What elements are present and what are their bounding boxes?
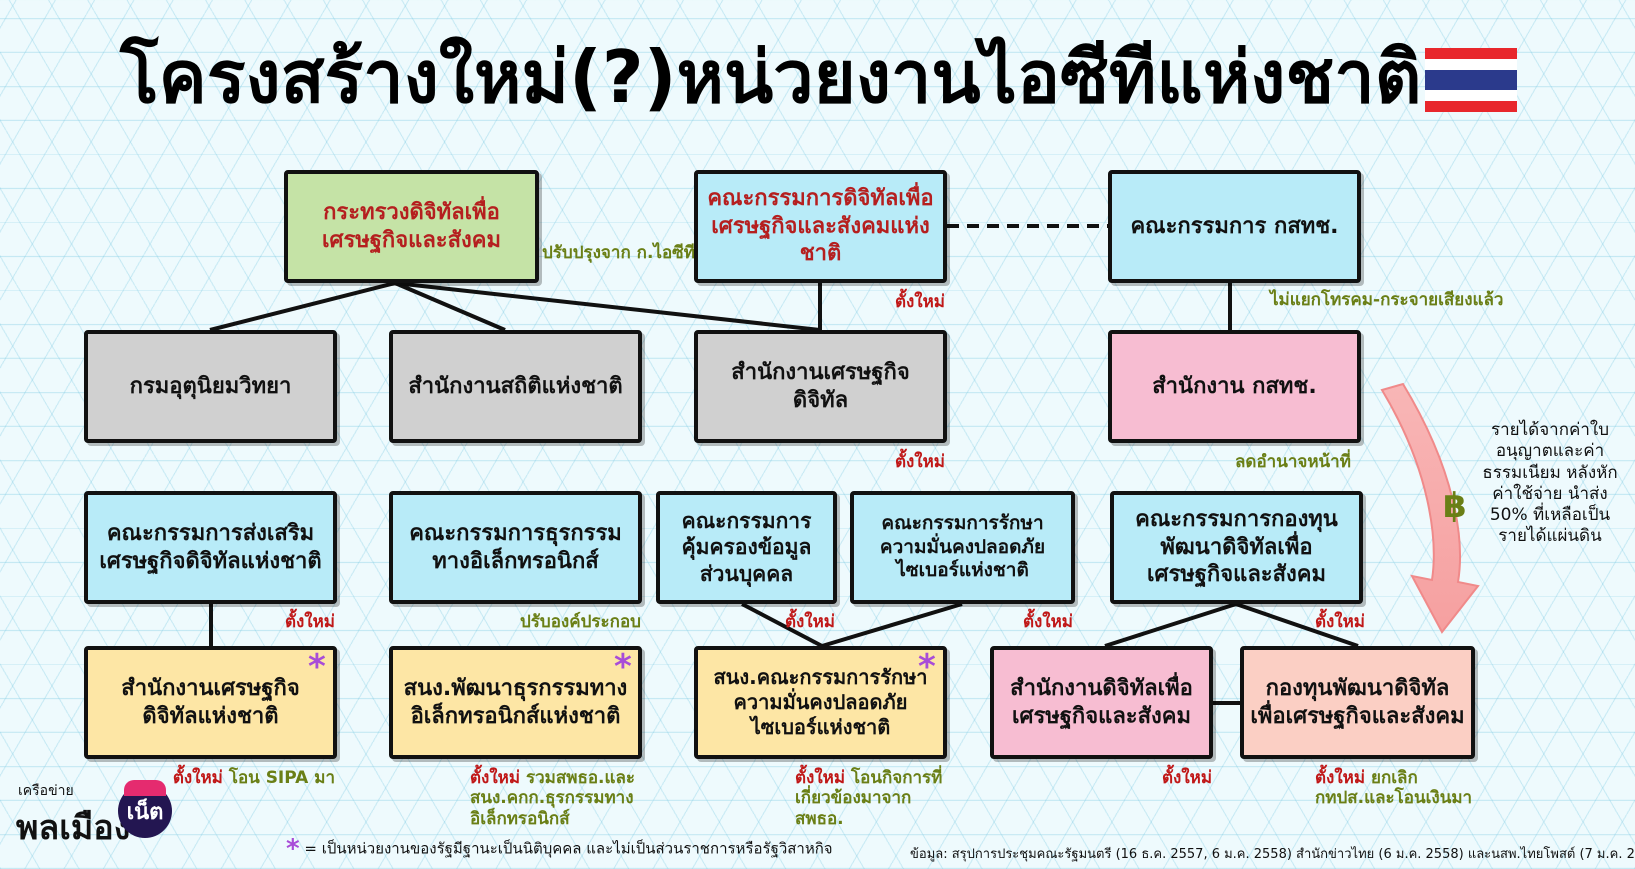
legend-text: = เป็นหน่วยงานของรัฐมีฐานะเป็นนิติบุคคล …	[304, 839, 833, 858]
star-marker: *	[286, 834, 300, 864]
line-ministry-meteorology	[209, 281, 396, 332]
source-text: ข้อมูล: สรุปการประชุมคณะรัฐมนตรี (16 ธ.ค…	[910, 847, 1635, 862]
star-marker: *	[614, 647, 632, 687]
note-etransaction: ปรับองค์ประกอบ	[520, 612, 641, 632]
note-ministry: ปรับปรุงจาก ก.ไอซีที	[542, 243, 695, 263]
note-nbtc-office: ลดอำนาจหน้าที่	[1235, 452, 1351, 472]
note-cyber-office-row: ตั้งใหม่ โอนกิจการที่เกี่ยวข้องมาจากสพธอ…	[795, 768, 955, 829]
page-title: โครงสร้างใหม่(?)หน่วยงานไอซีทีแห่งชาติ	[120, 35, 1422, 119]
note-fund-new: ตั้งใหม่	[1314, 612, 1365, 632]
box-etransaction-committee: คณะกรรมการธุรกรรมทางอิเล็กทรอนิกส์	[389, 491, 642, 604]
note-etda-new: ตั้งใหม่	[470, 768, 521, 788]
note-cyber-transfer: โอนกิจการที่เกี่ยวข้องมาจากสพธอ.	[795, 768, 943, 829]
note-fund-transfer: ยกเลิกกทปส.และโอนเงินมา	[1315, 768, 1473, 809]
note-digital-fund-row: ตั้งใหม่ ยกเลิกกทปส.และโอนเงินมา	[1315, 768, 1475, 809]
note-cyber-new: ตั้งใหม่	[1022, 612, 1073, 632]
line-ministry-statistics	[394, 281, 506, 332]
note-digital-committee-new: ตั้งใหม่	[894, 292, 945, 312]
box-digital-committee: คณะกรรมการดิจิทัลเพื่อเศรษฐกิจและสังคมแห…	[694, 170, 947, 283]
note-etda-merge: รวมสพธอ.และสนง.คกก.ธุรกรรมทางอิเล็กทรอนิ…	[470, 768, 635, 829]
thai-flag-icon	[1425, 48, 1517, 112]
box-privacy-committee: คณะกรรมการคุ้มครองข้อมูลส่วนบุคคล	[656, 491, 837, 604]
note-digital-fund-new: ตั้งใหม่	[1315, 768, 1366, 788]
line-fund-office	[1104, 602, 1237, 648]
legend: * = เป็นหน่วยงานของรัฐมีฐานะเป็นนิติบุคค…	[286, 836, 833, 862]
box-cyber-committee: คณะกรรมการรักษาความมั่นคงปลอดภัยไซเบอร์แ…	[850, 491, 1075, 604]
note-cyber-office-new: ตั้งใหม่	[795, 768, 846, 788]
logo-badge-text: เน็ต	[126, 799, 164, 825]
logo-main-text: พลเมือง	[16, 808, 131, 848]
note-digital-office-new: ตั้งใหม่	[1162, 768, 1213, 788]
line-cyber-cyberoffice	[821, 602, 963, 648]
note-nbtc: ไม่แยกโทรคม-กระจายเสียงแล้ว	[1270, 290, 1504, 310]
revenue-note: รายได้จากค่าใบอนุญาตและค่าธรรมเนียม หลัง…	[1482, 420, 1618, 547]
note-sipa: โอน SIPA มา	[228, 768, 335, 788]
note-privacy-new: ตั้งใหม่	[784, 612, 835, 632]
baht-icon: ฿	[1443, 486, 1467, 526]
box-meteorology: กรมอุตุนิยมวิทยา	[84, 330, 337, 443]
revenue-arrow	[1380, 382, 1480, 634]
note-sipa-row: ตั้งใหม่ โอน SIPA มา	[120, 768, 335, 788]
box-fund-committee: คณะกรรมการกองทุนพัฒนาดิจิทัลเพื่อเศรษฐกิ…	[1110, 491, 1363, 604]
note-promotion-new: ตั้งใหม่	[284, 612, 335, 632]
box-nbtc-office: สำนักงาน กสทช.	[1108, 330, 1361, 443]
box-ministry: กระทรวงดิจิทัลเพื่อเศรษฐกิจและสังคม	[284, 170, 539, 283]
box-digital-economy-national-office: สำนักงานเศรษฐกิจดิจิทัลแห่งชาติ	[84, 646, 337, 759]
note-etda-row: ตั้งใหม่ รวมสพธอ.และสนง.คกก.ธุรกรรมทางอิ…	[470, 768, 640, 829]
line-ministry-deo	[394, 281, 821, 332]
logo-small-text: เครือข่าย	[18, 783, 74, 799]
box-nbtc-committee: คณะกรรมการ กสทช.	[1108, 170, 1361, 283]
line-privacy-cyberoffice	[741, 602, 823, 648]
box-cyber-office: สนง.คณะกรรมการรักษาความมั่นคงปลอดภัยไซเบ…	[694, 646, 947, 759]
star-marker: *	[918, 647, 936, 687]
box-promotion-committee: คณะกรรมการส่งเสริมเศรษฐกิจดิจิทัลแห่งชาต…	[84, 491, 337, 604]
box-statistics: สำนักงานสถิติแห่งชาติ	[389, 330, 642, 443]
line-fund-fund	[1235, 602, 1359, 648]
note-sipa-new: ตั้งใหม่	[172, 768, 223, 788]
note-deo-new: ตั้งใหม่	[894, 452, 945, 472]
box-digital-fund: กองทุนพัฒนาดิจิทัลเพื่อเศรษฐกิจและสังคม	[1240, 646, 1475, 759]
star-marker: *	[308, 647, 326, 687]
box-digital-economy-office: สำนักงานเศรษฐกิจดิจิทัล	[694, 330, 947, 443]
box-etransaction-office: สนง.พัฒนาธุรกรรมทางอิเล็กทรอนิกส์แห่งชาต…	[389, 646, 642, 759]
logo-badge: เน็ต	[118, 780, 172, 838]
box-digital-office: สำนักงานดิจิทัลเพื่อเศรษฐกิจและสังคม	[990, 646, 1213, 759]
